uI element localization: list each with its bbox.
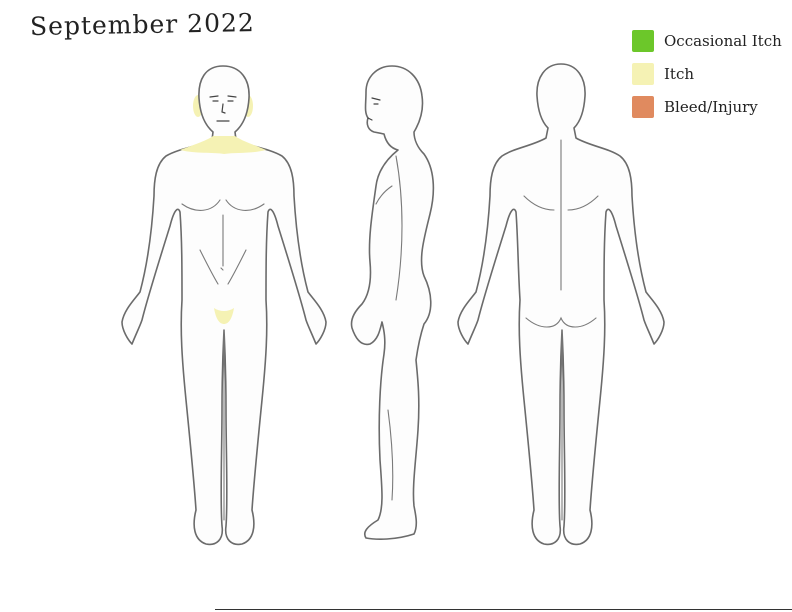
bottom-edge-line xyxy=(215,609,792,610)
back-body-outline xyxy=(457,63,665,546)
side-body-outline xyxy=(350,65,435,540)
back-torso-details xyxy=(523,139,599,521)
bleed-injury-swatch xyxy=(632,95,654,118)
groin-highlight xyxy=(214,308,234,324)
neck-shoulder-highlight xyxy=(180,136,266,154)
side-face-details xyxy=(367,97,381,121)
legend-item-itch: Itch xyxy=(632,57,792,90)
back-figure xyxy=(457,63,665,546)
occasional-itch-swatch xyxy=(632,29,654,52)
legend-label: Occasional Itch xyxy=(664,31,782,50)
side-figure xyxy=(350,65,435,540)
legend: Occasional Itch Itch Bleed/Injury xyxy=(632,24,792,123)
legend-item-occasional-itch: Occasional Itch xyxy=(632,24,792,57)
legend-label: Bleed/Injury xyxy=(664,97,758,116)
legend-item-bleed-injury: Bleed/Injury xyxy=(632,90,792,123)
front-torso-details xyxy=(181,199,265,521)
front-face-details xyxy=(209,95,237,122)
itch-swatch xyxy=(632,62,654,85)
side-limb-details xyxy=(375,155,403,501)
legend-label: Itch xyxy=(664,64,695,83)
front-figure xyxy=(121,65,327,546)
